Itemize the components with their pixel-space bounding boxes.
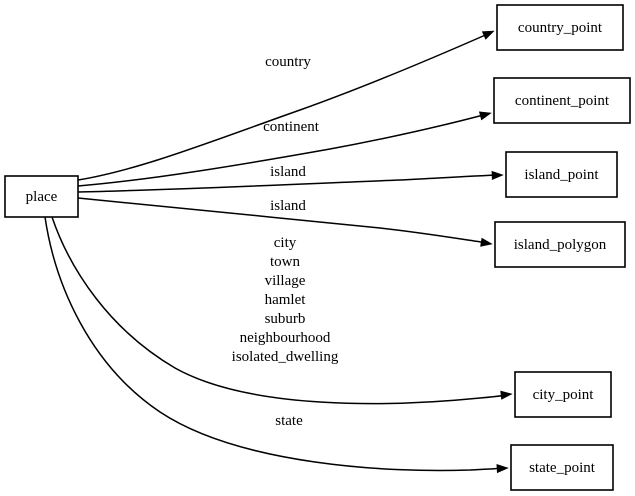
edge-place-country_point-arrowhead-icon xyxy=(481,30,495,40)
node-island_polygon[interactable]: island_polygon xyxy=(494,221,626,268)
node-place[interactable]: place xyxy=(4,175,79,218)
edge-place-continent_point-label-line: continent xyxy=(263,119,320,135)
node-label-island_point: island_point xyxy=(524,167,599,183)
edge-place-city_point-path xyxy=(51,216,509,405)
edge-place-city_point-label-line: neighbourhood xyxy=(240,330,331,346)
node-box-city_point xyxy=(514,371,612,418)
node-city_point[interactable]: city_point xyxy=(514,371,612,418)
node-country_point[interactable]: country_point xyxy=(496,4,624,51)
edge-place-island_polygon-arrowhead-icon xyxy=(480,237,493,247)
edge-place-state_point-arrowhead-icon xyxy=(496,464,509,474)
edge-place-city_point-arrowhead-icon xyxy=(500,390,513,400)
edge-place-island_point-arrowhead-icon xyxy=(491,170,504,180)
nodes-layer: place country_point continent_point island_… xyxy=(4,4,631,491)
edge-place-country_point-label-line: country xyxy=(265,54,311,70)
edge-place-city_point-label-line: suburb xyxy=(265,311,306,327)
node-label-island_polygon: island_polygon xyxy=(514,237,607,253)
node-label-continent_point: continent_point xyxy=(515,93,610,109)
edge-place-continent_point[interactable]: continent xyxy=(77,109,492,187)
edge-place-island_point[interactable]: island xyxy=(77,164,504,193)
edge-place-country_point[interactable]: country xyxy=(77,27,496,181)
node-box-place xyxy=(4,175,79,218)
node-box-island_polygon xyxy=(494,221,626,268)
edge-place-island_polygon-label-line: island xyxy=(270,198,306,214)
edge-place-city_point-label-line: isolated_dwelling xyxy=(232,349,339,365)
node-continent_point[interactable]: continent_point xyxy=(493,77,631,124)
edge-place-state_point[interactable]: state xyxy=(44,216,509,474)
edge-place-island_polygon[interactable]: island xyxy=(77,197,493,248)
edges-layer: country continent island island city town vill… xyxy=(44,27,513,474)
edge-place-state_point-label: state xyxy=(275,413,303,429)
edge-place-island_point-path xyxy=(77,174,500,193)
edge-place-island_polygon-path xyxy=(77,197,489,244)
edge-place-island_point-label-line: island xyxy=(270,164,306,180)
node-label-country_point: country_point xyxy=(518,20,603,36)
node-box-continent_point xyxy=(493,77,631,124)
edge-place-city_point-label-line: town xyxy=(270,254,301,270)
edge-place-country_point-path xyxy=(77,32,491,181)
edge-place-city_point-label: city town village hamlet suburb neighbourhood… xyxy=(232,235,339,365)
edge-place-city_point-label-line: city xyxy=(274,235,297,251)
edge-place-state_point-path xyxy=(44,216,505,472)
edge-place-island_polygon-label: island xyxy=(270,198,306,214)
edge-place-continent_point-arrowhead-icon xyxy=(478,111,492,121)
node-box-island_point xyxy=(505,151,618,198)
node-box-state_point xyxy=(510,444,614,491)
node-island_point[interactable]: island_point xyxy=(505,151,618,198)
edge-place-city_point-label-line: village xyxy=(265,273,306,289)
node-label-place: place xyxy=(26,189,58,205)
node-label-state_point: state_point xyxy=(529,460,596,476)
edge-place-continent_point-path xyxy=(77,113,488,187)
node-state_point[interactable]: state_point xyxy=(510,444,614,491)
node-label-city_point: city_point xyxy=(533,387,595,403)
node-box-country_point xyxy=(496,4,624,51)
edge-place-country_point-label: country xyxy=(265,54,311,70)
edge-place-island_point-label: island xyxy=(270,164,306,180)
edge-place-city_point-label-line: hamlet xyxy=(265,292,307,308)
edge-place-city_point[interactable]: city town village hamlet suburb neighbourhood… xyxy=(51,216,513,405)
edge-place-state_point-label-line: state xyxy=(275,413,303,429)
edge-place-continent_point-label: continent xyxy=(263,119,320,135)
